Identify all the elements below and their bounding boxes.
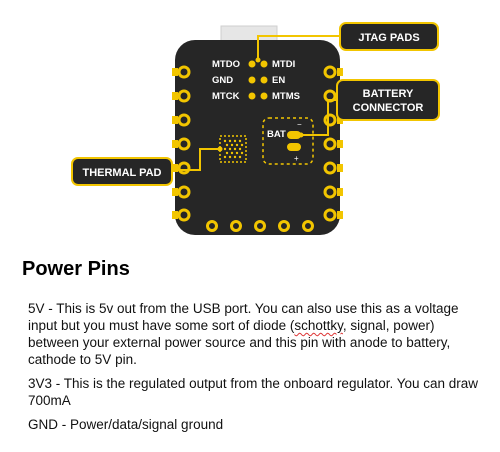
- battery-connector-label-line1: BATTERY: [363, 88, 414, 100]
- battery-connector-outline: [262, 117, 314, 165]
- paragraph-5v: 5V - This is 5v out from the USB port. Y…: [28, 300, 488, 368]
- battery-connector-callout: [336, 79, 440, 121]
- bat-label: BAT: [267, 129, 286, 140]
- pin-label-mtdi: MTDI: [272, 59, 295, 70]
- battery-pad-negative: [287, 131, 301, 139]
- leader-lines: [172, 35, 340, 171]
- jtag-pads: [248, 60, 268, 100]
- left-edge-pins: [177, 65, 191, 222]
- section-title: Power Pins: [22, 258, 130, 280]
- paragraph-gnd: GND - Power/data/signal ground: [28, 417, 224, 432]
- board: [175, 40, 340, 235]
- thermal-pad-dots: [223, 139, 244, 159]
- thermal-pad-label: THERMAL PAD: [82, 167, 161, 179]
- paragraph-3v3: 3V3 - This is the regulated output from …: [28, 376, 479, 408]
- pin-label-en: EN: [272, 75, 285, 86]
- bat-plus-label: +: [294, 154, 299, 163]
- battery-connector-label-line2: CONNECTOR: [353, 102, 424, 114]
- jtag-pads-callout: [339, 22, 439, 51]
- paragraph-5v-text-start: 5V - This is 5v out from the USB port. Y…: [28, 301, 459, 333]
- bottom-edge-pins: [206, 220, 314, 232]
- thermal-pad-callout: [71, 157, 173, 186]
- paragraph-5v-squiggle-word: schottky: [294, 318, 343, 333]
- pin-label-mtdo: MTDO: [212, 59, 240, 70]
- pin-label-mtck: MTCK: [212, 91, 240, 102]
- board-diagram: MTDO MTDI GND EN MTCK MTMS BAT − + JTAG …: [71, 22, 440, 235]
- paragraph-5v-text-end: , signal, power) between your external p…: [28, 318, 451, 367]
- battery-pad-positive: [287, 143, 301, 151]
- pin-label-mtms: MTMS: [272, 91, 300, 102]
- jtag-pads-label: JTAG PADS: [358, 32, 419, 44]
- pin-label-gnd: GND: [212, 75, 233, 86]
- thermal-pad-outline: [219, 135, 247, 163]
- bat-minus-label: −: [297, 120, 302, 129]
